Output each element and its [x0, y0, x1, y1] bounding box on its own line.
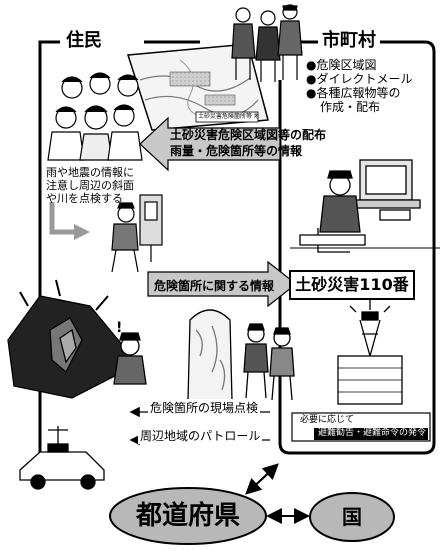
municipality-item: 作成・配布 [320, 100, 381, 114]
prefecture-label: 都道府県 [135, 501, 240, 531]
municipality-output-list: ●危険区域図 ●ダイレクトメール ●各種広報物等の 作成・配布 [306, 58, 412, 114]
landslide-illustration: ! [7, 279, 147, 399]
residents-header: 住民 [62, 30, 106, 52]
evac-note-line-1: 必要に応じて [300, 415, 355, 425]
distribution-arrow [139, 116, 281, 172]
distribution-arrow-label: 土砂災害危険区域図等の配布 雨量・危険箇所等の情報 [170, 127, 326, 159]
family-illustration [47, 72, 143, 161]
hotline-box [289, 270, 415, 300]
connector-arrows [245, 463, 310, 524]
distribution-line-2: 雨量・危険箇所等の情報 [170, 144, 303, 158]
resident-note: 雨や地震の情報に 注意し周辺の斜面 や川を点検する [46, 166, 134, 205]
report-arrow-label: 危険箇所に関する情報 [154, 279, 275, 293]
evac-note: 必要に応じて 避難勧告・避難命令の発令 [296, 414, 426, 440]
patrol-car-illustration [19, 426, 105, 490]
municipality-item: ●危険区域図 [306, 58, 377, 72]
inspection-label-1: 危険箇所の現場点検 [148, 399, 261, 416]
municipality-frame [278, 40, 436, 455]
resident-checking-illustration [49, 194, 163, 273]
evac-note-box [291, 412, 431, 442]
municipality-item: ●ダイレクトメール [306, 72, 413, 86]
field-inspection-illustration [187, 309, 295, 401]
hotline-label: 土砂災害110番 [295, 275, 409, 294]
inspection-label-2: 周辺地域のパトロール [138, 427, 263, 444]
evac-note-line-2: 避難勧告・避難命令の発令 [318, 428, 427, 438]
municipality-header: 市町村 [318, 30, 380, 52]
resident-note-line: 雨や地震の情報に [46, 166, 134, 179]
hazard-map-illustration [127, 43, 269, 131]
nation-label: 国 [342, 505, 362, 529]
svg-text:!: ! [116, 320, 122, 336]
nation-ellipse [309, 492, 395, 542]
resident-note-line: 注意し周辺の斜面 [46, 179, 134, 192]
prefecture-ellipse [109, 487, 267, 545]
siren-tower-illustration [337, 300, 403, 405]
municipality-item: ●各種広報物等の [306, 86, 401, 100]
map-caption: 土砂災害危険箇所等 地域図 [198, 113, 258, 120]
officials-illustration [231, 4, 303, 82]
operator-illustration [290, 159, 440, 253]
resident-note-line: や川を点検する [46, 192, 123, 205]
report-arrow [147, 260, 297, 308]
distribution-line-1: 土砂災害危険区域図等の配布 [170, 128, 327, 142]
